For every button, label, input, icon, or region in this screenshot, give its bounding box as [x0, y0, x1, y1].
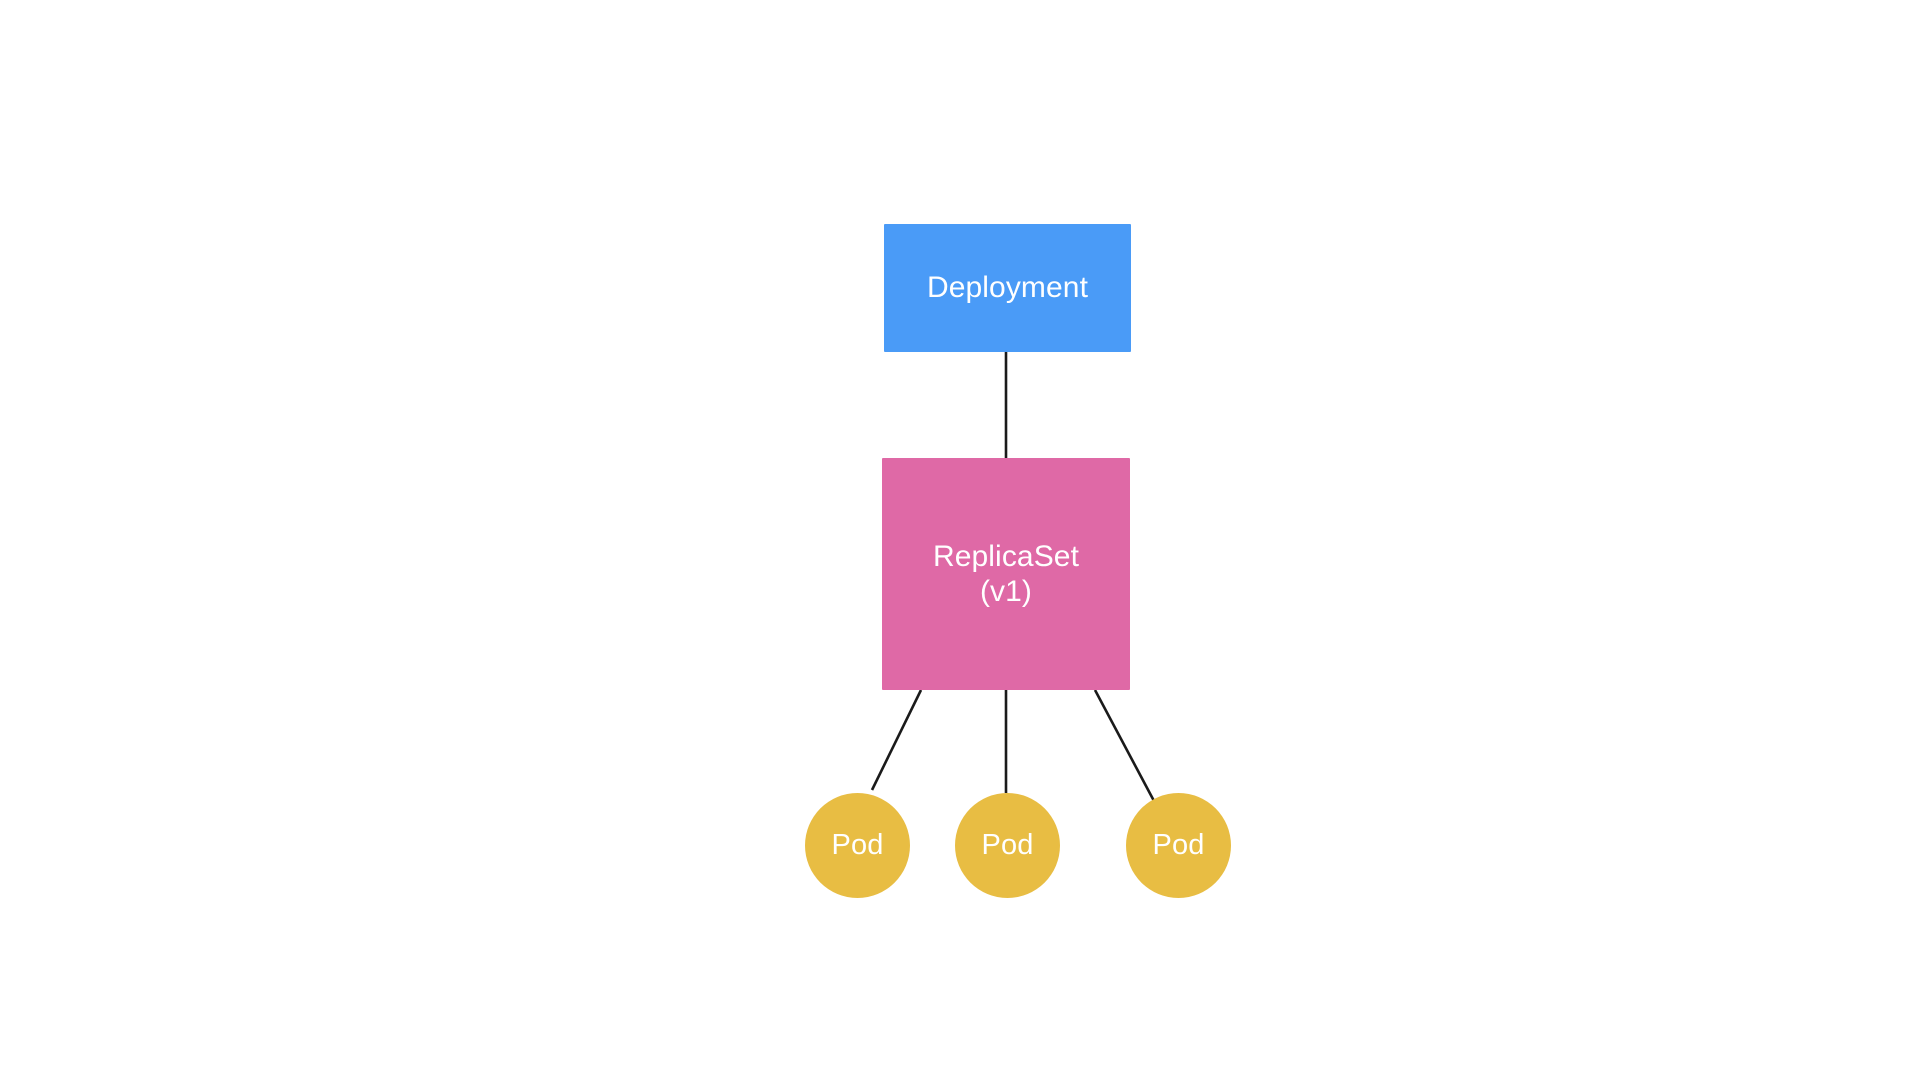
node-pod-1-label: Pod: [831, 829, 884, 862]
edge-replicaset-to-pod-3: [1093, 689, 1156, 802]
node-pod-2-label: Pod: [981, 829, 1034, 862]
edge-replicaset-to-pod-1: [870, 689, 923, 791]
node-replicaset[interactable]: ReplicaSet (v1): [882, 458, 1130, 690]
node-pod-1[interactable]: Pod: [805, 793, 910, 898]
node-pod-3-label: Pod: [1152, 829, 1205, 862]
node-pod-2[interactable]: Pod: [955, 793, 1060, 898]
node-replicaset-label: ReplicaSet (v1): [932, 539, 1080, 608]
node-deployment[interactable]: Deployment: [884, 224, 1131, 352]
node-pod-3[interactable]: Pod: [1126, 793, 1231, 898]
node-deployment-label: Deployment: [926, 271, 1089, 305]
